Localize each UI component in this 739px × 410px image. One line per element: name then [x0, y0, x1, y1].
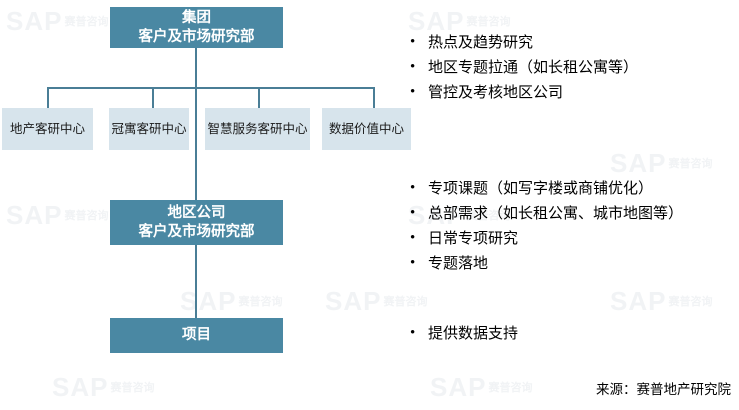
- connector-bar-to-center-2: [152, 87, 154, 108]
- bullet-item: 提供数据支持: [410, 321, 518, 347]
- watermark-text: SAP: [430, 372, 487, 402]
- connector-bar-to-region: [195, 87, 197, 200]
- bullet-item: 热点及趋势研究: [410, 30, 638, 56]
- node-project-line1: 项目: [182, 327, 211, 343]
- node-center-real-estate[interactable]: 地产客研中心: [2, 108, 93, 150]
- node-project[interactable]: 项目: [110, 318, 283, 353]
- node-center-data-value[interactable]: 数据价值中心: [322, 108, 411, 150]
- bullet-item: 总部需求（如长租公寓、城市地图等）: [410, 201, 683, 227]
- watermark-subtext: 赛普咨询: [383, 296, 428, 308]
- watermark-text: SAP: [6, 6, 63, 36]
- bullet-item: 专项课题（如写字楼或商铺优化）: [410, 176, 683, 202]
- bullet-item: 管控及考核地区公司: [410, 80, 638, 106]
- watermark-subtext: 赛普咨询: [238, 296, 283, 308]
- watermark-text: SAP: [180, 286, 237, 316]
- watermark-text: SAP: [6, 200, 63, 230]
- bullet-group-project-level: 提供数据支持: [410, 321, 518, 347]
- watermark-subtext: 赛普咨询: [488, 382, 533, 394]
- watermark-subtext: 赛普咨询: [668, 296, 713, 308]
- watermark-text: SAP: [325, 286, 382, 316]
- node-center-label: 数据价值中心: [328, 121, 404, 136]
- connector-center-bar: [47, 87, 374, 89]
- watermark-text: SAP: [610, 286, 667, 316]
- node-group-department-line1: 集团: [182, 9, 211, 26]
- connector-bar-to-center-4: [373, 87, 375, 108]
- node-center-guanyu[interactable]: 冠寓客研中心: [109, 108, 189, 150]
- connector-group-to-bar: [195, 48, 197, 88]
- node-group-department-line2: 客户及市场研究部: [138, 28, 255, 45]
- bullet-item: 日常专项研究: [410, 226, 683, 252]
- watermark-subtext: 赛普咨询: [466, 16, 511, 28]
- connector-bar-to-center-1: [47, 87, 49, 108]
- watermark-text: SAP: [52, 372, 109, 402]
- watermark-subtext: 赛普咨询: [64, 210, 109, 222]
- watermark-text: SAP: [610, 148, 667, 178]
- node-center-label: 地产客研中心: [9, 121, 85, 136]
- node-regional-department[interactable]: 地区公司 客户及市场研究部: [110, 200, 283, 245]
- watermark-subtext: 赛普咨询: [110, 382, 155, 394]
- bullet-item: 地区专题拉通（如长租公寓等）: [410, 55, 638, 81]
- node-regional-department-line2: 客户及市场研究部: [138, 223, 255, 240]
- bullet-group-group-level: 热点及趋势研究 地区专题拉通（如长租公寓等） 管控及考核地区公司: [410, 30, 638, 106]
- source-note: 来源：赛普地产研究院: [596, 382, 731, 397]
- node-center-smart-service[interactable]: 智慧服务客研中心: [205, 108, 310, 150]
- watermark-subtext: 赛普咨询: [668, 158, 713, 170]
- watermark-subtext: 赛普咨询: [64, 16, 109, 28]
- connector-bar-to-center-3: [258, 87, 260, 108]
- bullet-group-regional-level: 专项课题（如写字楼或商铺优化） 总部需求（如长租公寓、城市地图等） 日常专项研究…: [410, 176, 683, 277]
- connector-region-to-project: [195, 245, 197, 318]
- node-group-department[interactable]: 集团 客户及市场研究部: [110, 7, 283, 48]
- bullet-item: 专题落地: [410, 251, 683, 277]
- node-center-label: 冠寓客研中心: [111, 121, 187, 136]
- node-center-label: 智慧服务客研中心: [207, 121, 308, 136]
- node-regional-department-line1: 地区公司: [167, 204, 226, 221]
